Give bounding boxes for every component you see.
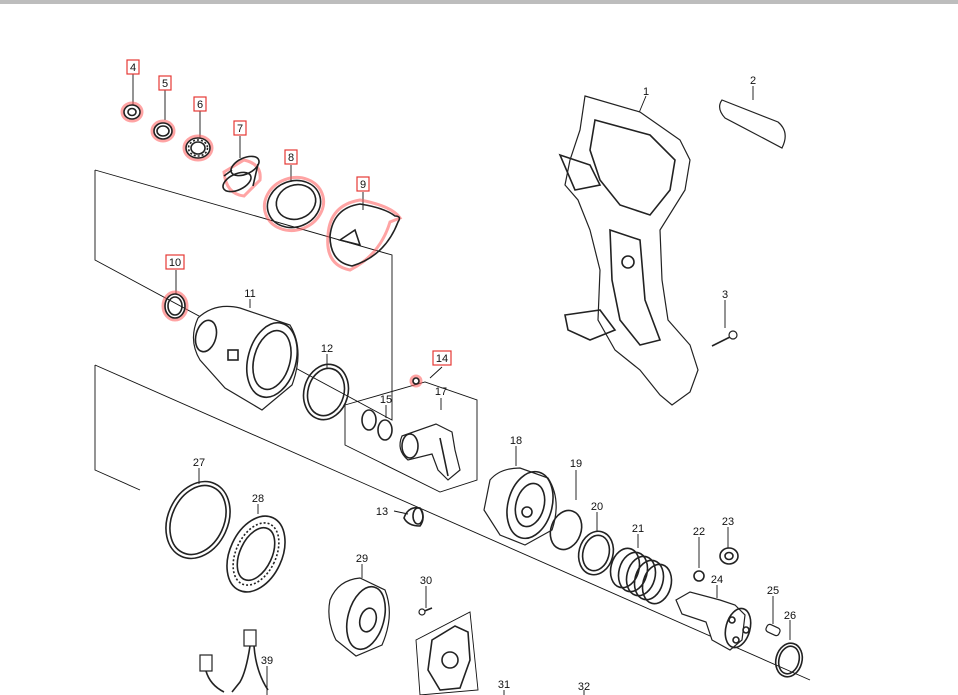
part-11-shape: [192, 305, 299, 411]
svg-text:9: 9: [360, 179, 366, 191]
label-19[interactable]: 19: [570, 458, 582, 470]
label-17[interactable]: 17: [435, 386, 447, 398]
label-31[interactable]: 31: [498, 679, 510, 691]
part-31-shape: [427, 625, 471, 691]
label-25[interactable]: 25: [767, 585, 779, 597]
label-10[interactable]: 10: [165, 254, 185, 270]
part-8-shape: [262, 176, 326, 232]
label-14[interactable]: 14: [432, 350, 452, 366]
label-2[interactable]: 2: [750, 75, 756, 87]
label-26[interactable]: 26: [784, 610, 796, 622]
label-20[interactable]: 20: [591, 501, 603, 513]
part-4-shape: [120, 101, 144, 123]
label-8[interactable]: 8: [284, 149, 298, 165]
label-5[interactable]: 5: [158, 75, 172, 91]
svg-text:14: 14: [436, 353, 448, 365]
leader-lines: [132, 74, 791, 695]
part-25-shape: [765, 623, 781, 637]
part-27-shape: [165, 480, 231, 560]
screw-shape: [711, 330, 738, 347]
top-bar: [0, 0, 958, 4]
part-21-shape: [609, 547, 673, 605]
part-10-shape: [161, 290, 189, 322]
svg-text:8: 8: [288, 152, 294, 164]
label-3[interactable]: 3: [722, 289, 728, 301]
part-30-shape: [418, 607, 433, 616]
svg-text:5: 5: [162, 78, 168, 90]
part-7-shape: [222, 155, 262, 198]
label-12[interactable]: 12: [321, 343, 333, 355]
label-29[interactable]: 29: [356, 553, 368, 565]
label-27[interactable]: 27: [193, 457, 205, 469]
part-17-shape: [399, 423, 461, 481]
svg-text:4: 4: [130, 62, 136, 74]
label-13[interactable]: 13: [376, 506, 388, 518]
part-23-shape: [719, 547, 739, 565]
label-1[interactable]: 1: [643, 86, 649, 98]
part-39-shape: [199, 629, 269, 693]
part-24-shape: [675, 591, 752, 651]
label-7[interactable]: 7: [233, 120, 247, 136]
label-18[interactable]: 18: [510, 435, 522, 447]
svg-text:10: 10: [169, 257, 181, 269]
part-22-shape: [693, 570, 705, 582]
label-30[interactable]: 30: [420, 575, 432, 587]
part-13-shape: [403, 506, 424, 527]
label-21[interactable]: 21: [632, 523, 644, 535]
svg-text:6: 6: [197, 99, 203, 111]
label-6[interactable]: 6: [193, 96, 207, 112]
part-6-shape: [182, 134, 214, 162]
part-29-shape: [328, 577, 390, 657]
part-14-shape: [409, 374, 423, 388]
svg-text:7: 7: [237, 123, 243, 135]
housing-shape: [558, 95, 699, 406]
label-15[interactable]: 15: [380, 394, 392, 406]
part-labels: 4 5 6 7 8 9 10 14 1: [126, 59, 796, 693]
label-22[interactable]: 22: [693, 526, 705, 538]
part-19-shape: [549, 509, 583, 551]
label-11[interactable]: 11: [244, 288, 255, 300]
label-28[interactable]: 28: [252, 493, 264, 505]
label-23[interactable]: 23: [722, 516, 734, 528]
part-18-shape: [483, 467, 557, 546]
label-4[interactable]: 4: [126, 59, 140, 75]
part-9-shape: [326, 198, 403, 272]
label-9[interactable]: 9: [356, 176, 370, 192]
part-12-shape: [302, 363, 350, 421]
label-24[interactable]: 24: [711, 574, 723, 586]
label-39[interactable]: 39: [261, 655, 273, 667]
part-26-shape: [774, 642, 804, 678]
part-15-shape: [361, 409, 393, 441]
part-20-shape: [577, 530, 615, 576]
part-28-shape: [226, 515, 286, 593]
nameplate-shape: [719, 99, 786, 149]
label-32[interactable]: 32: [578, 681, 590, 693]
part-5-shape: [150, 119, 176, 143]
group-outlines: [94, 169, 811, 695]
